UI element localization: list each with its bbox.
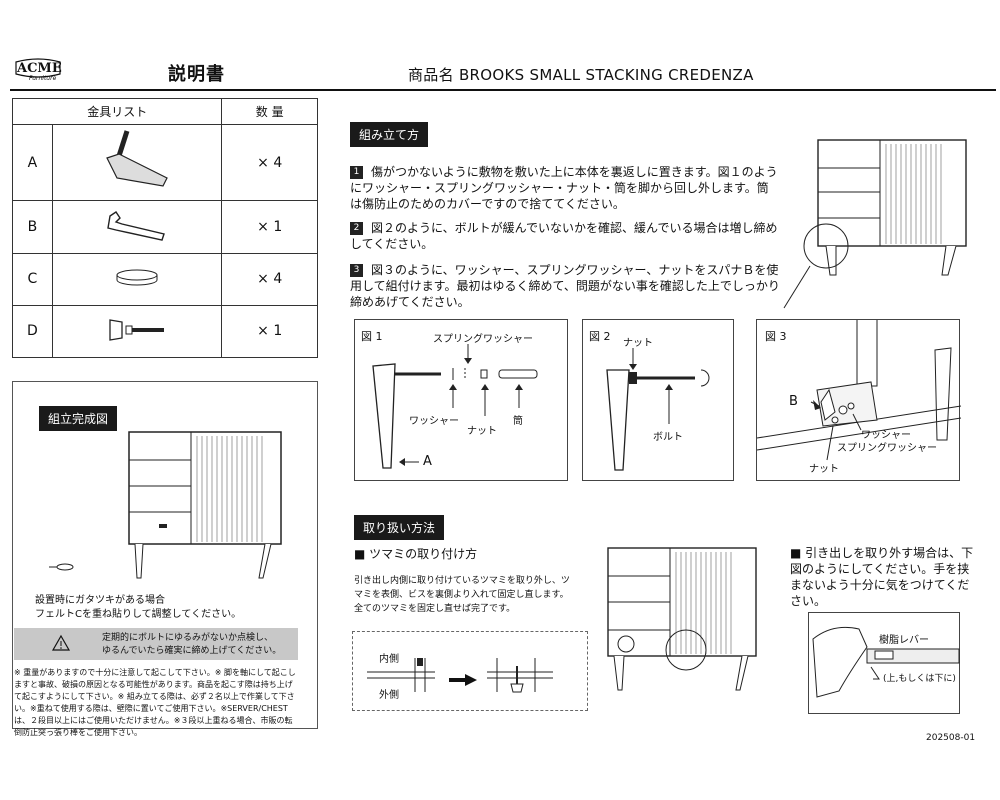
part-row: B × 1	[12, 200, 318, 254]
assembly-heading: 組み立て方	[350, 122, 429, 147]
part-letter: C	[12, 252, 53, 306]
figure-1: 図 1 スプリングワッシャー ワッシャー ナット 筒 A	[354, 319, 568, 481]
completed-view-panel: 組立完成図 設置時にガタツキがある場合 フェルトCを重ね貼りして調整してください…	[12, 381, 318, 729]
col-item-header: 金具リスト	[11, 97, 223, 126]
part-row: C × 4	[12, 252, 318, 306]
knob-screw-icon	[51, 304, 223, 359]
leg-bracket-icon	[51, 124, 223, 202]
part-letter: A	[12, 124, 53, 202]
knob-instructions: 引き出し内側に取り付けているツマミを取り外し、ツマミを表側、ビスを裏側より入れて…	[354, 576, 570, 614]
cabinet-top-illustration	[783, 139, 967, 309]
part-qty: × 1	[221, 200, 318, 254]
figure-3: 図 3 B ワッシャー スプリングワッシャー ナット	[756, 319, 962, 481]
cabinet-illustration	[49, 431, 282, 579]
completed-heading: 組立完成図	[39, 406, 118, 431]
page-title: 説明書	[168, 64, 225, 85]
handling-heading: 取り扱い方法	[354, 515, 445, 540]
document-code: 202508-01	[926, 733, 976, 743]
header-divider	[10, 89, 996, 91]
leveling-note-2: フェルトCを重ね貼りして調整してください。	[35, 609, 242, 620]
knob-title: ■ ツマミの取り付け方	[354, 547, 478, 561]
fine-print: ※ 重量がありますので十分に注意して起こして下さい。※ 脚を軸にして起こしますと…	[14, 668, 296, 737]
part-row: A × 4	[12, 124, 318, 202]
warning-box: 定期的にボルトにゆるみがないか点検し、 ゆるんでいたら確実に締め上げてください。	[14, 628, 298, 660]
part-row: D × 1	[12, 304, 318, 359]
part-qty: × 4	[221, 252, 318, 306]
product-name: 商品名 BROOKS SMALL STACKING CREDENZA	[408, 66, 754, 84]
hardware-list: 金具リスト 数 量 A × 4 B × 1 C × 4	[11, 97, 318, 359]
warning-icon	[51, 634, 71, 651]
part-qty: × 1	[221, 304, 318, 359]
cabinet-drawer-illustration	[607, 547, 757, 691]
drawer-lever-detail: 樹脂レバー (上,もしくは下に)	[808, 612, 960, 714]
figure-2: 図 2 ナット ボルト	[582, 319, 734, 481]
col-qty-header: 数 量	[221, 97, 318, 126]
leveling-note-1: 設置時にガタツキがある場合	[35, 595, 165, 606]
part-letter: D	[12, 304, 53, 359]
part-qty: × 4	[221, 124, 318, 202]
acme-logo: ACME Furniture	[15, 58, 62, 82]
drawer-removal-note: ■ 引き出しを取り外す場合は、下図のようにしてください。手を挟まないよう十分に気…	[790, 546, 974, 608]
wrench-icon	[51, 200, 223, 254]
part-letter: B	[12, 200, 53, 254]
felt-pad-icon	[51, 252, 223, 306]
knob-diagram: 内側 外側	[352, 631, 588, 711]
